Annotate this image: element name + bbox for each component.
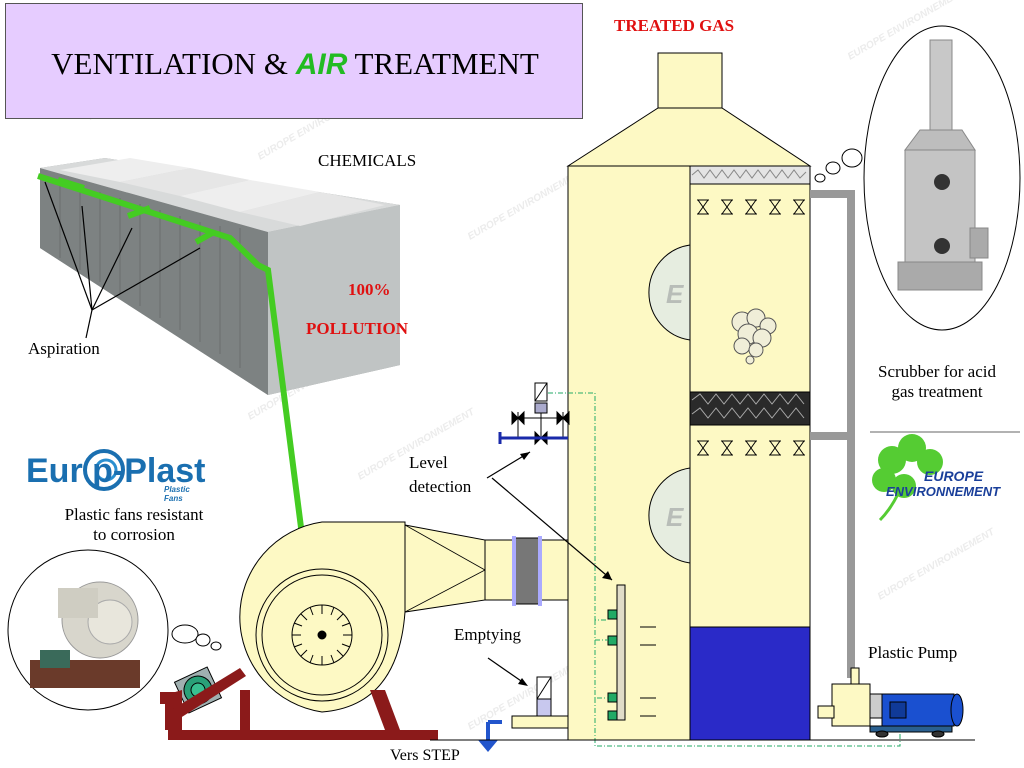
- inspection-hatches: [648, 244, 691, 564]
- scrubber-caption-line1: Scrubber for acid: [877, 362, 996, 381]
- svg-text:EUROPE ENVIRONNEMENT: EUROPE ENVIRONNEMENT: [876, 526, 997, 602]
- europlast-logo-text: Eur p-Plast: [26, 452, 206, 490]
- blower-fan: [239, 521, 569, 713]
- emptying-label: Emptying: [454, 625, 522, 644]
- spray-nozzles-top: [697, 199, 805, 215]
- svg-text:E: E: [666, 279, 684, 309]
- pollution-label: POLLUTION: [306, 319, 409, 338]
- control-wiring: [548, 392, 901, 747]
- airflow-arrow: [37, 173, 311, 583]
- thought-bubbles-fan: [171, 624, 222, 651]
- drain-valve-assembly: [511, 676, 569, 729]
- level-detection-label-line2: detection: [409, 477, 472, 496]
- pointer-arrowheads: [518, 452, 612, 686]
- environnement-logo-text: ENVIRONNEMENT: [886, 484, 1001, 499]
- title-prefix: VENTILATION &: [51, 46, 296, 81]
- spray-nozzles-bottom: [697, 440, 805, 456]
- inlet-valve-assembly: [498, 382, 570, 446]
- scrubber-caption-line2: gas treatment: [891, 382, 983, 401]
- scrubber-photo: [863, 25, 1021, 331]
- plastic-fans-caption-line2: to corrosion: [93, 525, 175, 544]
- plastic-fans-caption-line1: Plastic fans resistant: [64, 505, 204, 524]
- page-title: VENTILATION & AIR TREATMENT: [6, 46, 584, 82]
- title-highlight: AIR: [295, 48, 348, 81]
- chemicals-label: CHEMICALS: [318, 151, 417, 170]
- europe-logo-text: EUROPE: [924, 468, 984, 484]
- scrubber-tower: [566, 52, 812, 741]
- svg-text:E: E: [666, 502, 684, 532]
- europlast-logo-subtext: Plastic Fans: [164, 485, 190, 503]
- europlast-logo-graphic: [83, 449, 125, 491]
- level-detection-label-line1: Level: [409, 453, 448, 472]
- vers-step-label: Vers STEP: [390, 747, 460, 764]
- pollution-percent-label: 100%: [348, 280, 391, 299]
- fan-photo: [7, 549, 169, 711]
- thought-bubbles-scrubber: [814, 148, 863, 183]
- fan-base-frame: [160, 668, 438, 740]
- level-detection: [607, 584, 656, 721]
- drain-arrowhead: [478, 740, 498, 752]
- plastic-pump-label: Plastic Pump: [868, 643, 958, 662]
- europlast-logo: Eur p-Plast Plastic Fans: [26, 452, 206, 503]
- europe-environnement-clover: [872, 434, 943, 522]
- treated-gas-label: TREATED GAS: [614, 16, 735, 35]
- title-box: VENTILATION & AIR TREATMENT: [5, 3, 583, 119]
- plastic-pump: [817, 667, 964, 738]
- aspiration-label: Aspiration: [28, 339, 100, 358]
- hatch-letters: E E: [666, 279, 684, 532]
- title-suffix: TREATMENT: [347, 46, 539, 81]
- recirculation-pipe: [810, 190, 855, 678]
- gas-cloud: [731, 308, 777, 365]
- aspiration-lines: [44, 181, 201, 339]
